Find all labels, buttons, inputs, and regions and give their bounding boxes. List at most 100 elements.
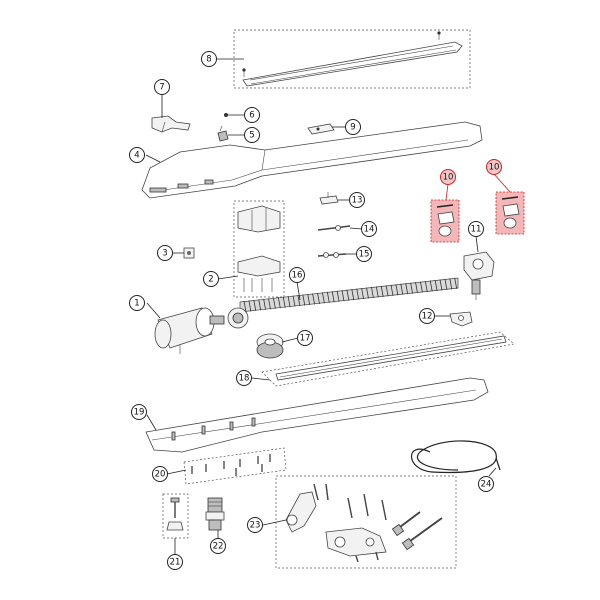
callout-c7: 7: [154, 79, 170, 95]
part-13-clip: [319, 192, 339, 205]
spring-coil: [346, 289, 350, 301]
spring-coil: [400, 283, 404, 295]
spring-coil: [434, 279, 438, 292]
callout-c15: 15: [356, 246, 372, 262]
spring-coil: [292, 295, 296, 307]
callout-c23: 23: [247, 517, 263, 533]
spring-coil: [312, 293, 315, 305]
spring-coil: [277, 297, 281, 309]
spring-coil: [336, 290, 340, 302]
callout-circle: [345, 119, 361, 135]
part-3-nut: [183, 247, 195, 259]
callout-number: 8: [206, 55, 211, 65]
callout-number: 14: [364, 225, 375, 235]
spring-coil: [361, 287, 364, 300]
callout-number: 19: [134, 408, 145, 418]
part-17-gear: [256, 333, 284, 359]
callout-number: 22: [213, 542, 224, 552]
spring-coil: [410, 282, 413, 294]
callout-circle: [244, 127, 260, 143]
callout-circle: [356, 246, 372, 262]
callout-c18: 18: [236, 370, 252, 386]
part-15-rod: [317, 252, 347, 258]
spring-coil: [380, 285, 384, 297]
part-21-bolt: [162, 493, 189, 539]
part-worm-gear: [227, 307, 249, 329]
callout-labels: 1234567891010111213141516171819202122232…: [129, 51, 502, 570]
spring-coil: [331, 291, 335, 303]
spring-coil: [356, 288, 360, 300]
part-10-switch-right: [495, 191, 525, 235]
spring-coil: [351, 289, 355, 301]
callout-circle: [440, 169, 456, 185]
callout-number: 11: [471, 225, 482, 235]
callout-c22: 22: [210, 538, 226, 554]
callout-c14: 14: [361, 221, 377, 237]
spring-coil: [287, 296, 291, 308]
part-18-rack: [261, 331, 515, 387]
callout-number: 16: [292, 271, 303, 281]
callout-number: 10: [443, 173, 454, 183]
part-7-bracket: [151, 115, 191, 133]
spring-coil: [322, 292, 325, 304]
callout-c8: 8: [201, 51, 217, 67]
spring-coil: [326, 291, 330, 303]
spring-coil: [385, 285, 389, 297]
callout-c19: 19: [131, 404, 147, 420]
spring-coil: [297, 294, 301, 307]
callout-circle: [157, 245, 173, 261]
callout-circle: [361, 221, 377, 237]
callout-number: 5: [249, 131, 254, 141]
callout-number: 6: [249, 111, 254, 121]
callout-circle: [349, 192, 365, 208]
callout-number: 3: [162, 249, 167, 259]
callout-c10b: 10: [486, 159, 502, 175]
callout-number: 10: [489, 163, 500, 173]
callout-c17: 17: [297, 330, 313, 346]
callout-circle: [210, 538, 226, 554]
spring-coil: [415, 282, 418, 294]
callout-c16: 16: [289, 267, 305, 283]
callout-number: 7: [159, 83, 164, 93]
part-9-block: [307, 123, 335, 135]
callout-number: 15: [359, 250, 370, 260]
spring-coil: [420, 281, 423, 293]
spring-coil: [282, 296, 286, 308]
spring-coil: [317, 292, 320, 304]
callout-c3: 3: [157, 245, 173, 261]
callout-circle: [247, 517, 263, 533]
spring-coil: [390, 284, 394, 296]
part-14-rod: [317, 225, 351, 231]
callout-c9: 9: [345, 119, 361, 135]
callout-circle: [478, 476, 494, 492]
callout-number: 24: [481, 480, 492, 490]
callout-circle: [131, 404, 147, 420]
spring-coil: [424, 280, 428, 293]
callout-c1: 1: [129, 295, 145, 311]
part-10-switch-left: [430, 199, 460, 243]
spring-coil: [243, 300, 247, 313]
callout-circle: [419, 308, 435, 324]
part-24-cable: [410, 440, 501, 474]
leader-lines: [145, 58, 511, 555]
spring-coil: [454, 277, 458, 289]
spring-coil: [268, 298, 271, 310]
callout-c21: 21: [167, 554, 183, 570]
part-22-cable-gland: [205, 497, 225, 531]
spring-coil: [371, 286, 374, 299]
callout-circle: [289, 267, 305, 283]
callout-c24: 24: [478, 476, 494, 492]
callout-circle: [152, 466, 168, 482]
callout-circle: [468, 221, 484, 237]
callout-number: 2: [208, 275, 213, 285]
part-6-screw: [224, 113, 228, 117]
callout-number: 21: [170, 558, 181, 568]
spring-coil: [444, 278, 448, 290]
part-19-bottom-housing: [145, 377, 489, 453]
callout-number: 9: [350, 123, 355, 133]
spring-coil: [302, 294, 306, 306]
part-12-clamp: [449, 311, 473, 327]
callout-circle: [203, 271, 219, 287]
